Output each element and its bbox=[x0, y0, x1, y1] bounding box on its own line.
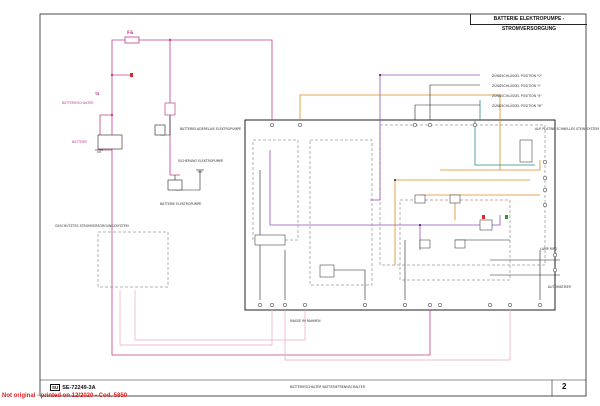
junction-dot bbox=[394, 179, 396, 181]
component-board bbox=[519, 139, 533, 163]
component-relay-2 bbox=[454, 239, 466, 249]
red-marker bbox=[130, 73, 133, 77]
battery-main bbox=[97, 134, 123, 150]
component-diode-3 bbox=[479, 219, 493, 231]
ground-label: MASSE IM RAHMEN bbox=[290, 319, 321, 323]
fuse-f6 bbox=[124, 36, 140, 44]
ignition-iii-label: ZÜNDSCHLÜSSEL POSITION "III" bbox=[492, 103, 543, 108]
junction-dot bbox=[110, 113, 114, 117]
green-marker bbox=[505, 215, 508, 219]
pin bbox=[507, 302, 513, 308]
relay-coil bbox=[164, 102, 176, 116]
junction-dot bbox=[168, 38, 172, 42]
component-fuse-bank bbox=[254, 234, 286, 246]
pin bbox=[269, 122, 275, 128]
battery-pump bbox=[167, 179, 183, 191]
black-line-2 bbox=[414, 104, 480, 120]
pin bbox=[402, 302, 408, 308]
pin bbox=[257, 302, 263, 308]
pin bbox=[472, 122, 478, 128]
black-line-1 bbox=[429, 84, 480, 120]
relay-contact bbox=[154, 124, 166, 136]
red-marker bbox=[482, 215, 485, 219]
relay-label: BATTERIELADERELAIS ELEKTROPUMPE bbox=[180, 127, 241, 131]
fuse-pump-label: SICHERUNG ELEKTROPUMPE bbox=[178, 159, 223, 163]
teal-line-1 bbox=[474, 120, 535, 166]
junction-dot bbox=[419, 224, 421, 226]
page-frame bbox=[39, 13, 587, 397]
sub-box-center bbox=[309, 139, 373, 286]
page-number: 2 bbox=[562, 382, 567, 391]
junction-dot bbox=[110, 73, 114, 77]
battery-switch-bottom-label: BATTERIESCHALTER BATTERIETRENNSCHALTER bbox=[290, 385, 366, 389]
relay-t8-label: T8 bbox=[95, 92, 100, 96]
orange-line-1 bbox=[299, 94, 480, 120]
pin bbox=[302, 302, 308, 308]
pin bbox=[427, 302, 433, 308]
purple-line-1 bbox=[269, 150, 501, 226]
protected-supply-label: GESCHÜTZTES STROMVERSORGUNGSSYSTEM bbox=[55, 223, 129, 228]
ignition-0-label: ZÜNDSCHLÜSSEL POSITION "0" bbox=[492, 73, 542, 78]
pink-bottom-rail bbox=[111, 200, 431, 356]
battery-label: BATTERIE bbox=[72, 140, 87, 144]
pink-supply-ignition bbox=[169, 40, 180, 176]
brand-logo: SU bbox=[50, 384, 61, 391]
purple-line-3 bbox=[370, 75, 381, 201]
auto-label: AUTOMATIKER bbox=[548, 285, 572, 289]
light-pink-line-1 bbox=[119, 290, 273, 346]
battery-pump-label: BATTERIE ELEKTROPUMPE bbox=[160, 202, 201, 206]
ignition-ii-label: ZÜNDSCHLÜSSEL POSITION "II" bbox=[492, 93, 542, 98]
pin bbox=[537, 302, 543, 308]
battery-switch-label: BATTERIESCHALTER bbox=[62, 101, 94, 105]
pin bbox=[542, 159, 548, 165]
ignition-i-label: ZÜNDSCHLÜSSEL POSITION "I" bbox=[492, 83, 541, 88]
pin bbox=[542, 202, 548, 208]
pin bbox=[542, 175, 548, 181]
component-relay-1 bbox=[419, 239, 431, 249]
lamp-label: LAMP RIPO bbox=[540, 247, 558, 251]
pin bbox=[552, 252, 558, 258]
black-line-5 bbox=[330, 269, 366, 300]
protected-supply-box bbox=[97, 231, 169, 288]
pin bbox=[552, 267, 558, 273]
page-title: BATTERIE ELEKTROPUMPE - STROMVERSORGUNG bbox=[470, 14, 587, 32]
control-unit-box bbox=[244, 119, 556, 311]
document-code-text: SE-72249-3A bbox=[62, 385, 96, 391]
component-diode-1 bbox=[414, 194, 426, 204]
pin bbox=[297, 122, 303, 128]
pin bbox=[362, 302, 368, 308]
orange-line-6 bbox=[480, 94, 501, 170]
pink-supply-top bbox=[111, 39, 273, 200]
pin bbox=[542, 187, 548, 193]
pink-battery-loop bbox=[99, 114, 112, 151]
component-ground-switch bbox=[319, 264, 335, 278]
component-diode-2 bbox=[449, 194, 461, 204]
pin bbox=[282, 302, 288, 308]
pin bbox=[437, 302, 443, 308]
pin bbox=[487, 302, 493, 308]
pin bbox=[427, 122, 433, 128]
light-pink-line-2 bbox=[134, 290, 306, 341]
board-label: AUF PLATINE SCHNELLES STEIN-SYSTEM bbox=[535, 127, 599, 131]
orange-line-5 bbox=[440, 160, 541, 171]
pin bbox=[269, 302, 275, 308]
junction-dot bbox=[379, 74, 381, 76]
pin bbox=[412, 122, 418, 128]
watermark-notice: Not original - printed on 12/2020 - Cod.… bbox=[2, 393, 128, 399]
fuse-label: F6 bbox=[127, 30, 133, 36]
light-pink-line-3 bbox=[284, 310, 511, 361]
